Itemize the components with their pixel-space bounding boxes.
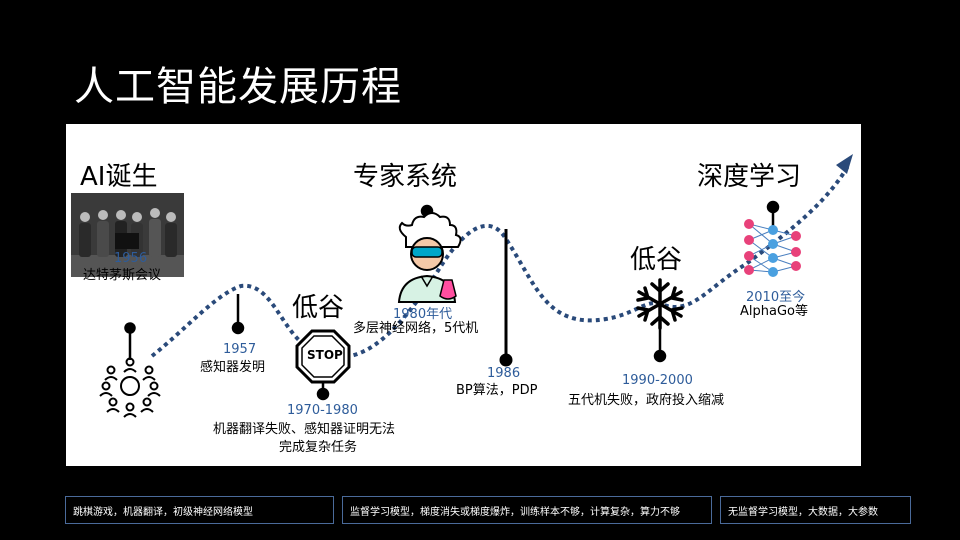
year-1970-1980: 1970-1980	[287, 403, 358, 418]
desc-2010: AlphaGo等	[740, 304, 808, 319]
stage-ai-birth: AI诞生	[80, 162, 158, 192]
year-2010: 2010至今	[746, 290, 806, 305]
year-1957: 1957	[223, 342, 257, 357]
stage-deep-learning: 深度学习	[697, 162, 802, 192]
desc-1956: 达特茅斯会议	[83, 268, 162, 283]
trend-curve	[150, 164, 850, 360]
scientist-icon	[397, 212, 462, 303]
year-1980s: 1980年代	[393, 307, 453, 322]
summary-box-2: 监督学习模型，梯度消失或梯度爆炸，训练样本不够，计算复杂，算力不够	[342, 496, 712, 524]
timeline-graphic	[99, 154, 853, 418]
pin-2010	[766, 200, 780, 228]
desc-1970-line2: 完成复杂任务	[279, 440, 358, 455]
desc-1970-line1: 机器翻译失败、感知器证明无法	[213, 422, 396, 437]
trend-arrowhead	[836, 154, 853, 174]
valley-label-2: 低谷	[630, 245, 683, 275]
year-1990-2000: 1990-2000	[622, 373, 693, 388]
year-1956: 1956	[114, 251, 148, 266]
dartmouth-photo	[71, 193, 184, 277]
summary-box-1: 跳棋游戏，机器翻译，初级神经网络模型	[65, 496, 334, 524]
neural-network-icon	[744, 219, 801, 277]
desc-1957: 感知器发明	[200, 360, 266, 375]
year-1986: 1986	[487, 366, 521, 381]
summary-box-2-text: 监督学习模型，梯度消失或梯度爆炸，训练样本不够，计算复杂，算力不够	[350, 506, 680, 518]
people-group-icon	[99, 357, 161, 418]
stage-expert-systems: 专家系统	[353, 162, 458, 192]
stop-sign-icon	[295, 329, 351, 384]
desc-1986: BP算法，PDP	[456, 383, 538, 398]
pin-1956	[124, 322, 136, 360]
summary-box-3: 无监督学习模型，大数据，大参数	[720, 496, 911, 524]
summary-box-3-text: 无监督学习模型，大数据，大参数	[728, 506, 878, 518]
snowflake-icon	[636, 278, 684, 330]
pin-1986	[499, 229, 513, 367]
slide-title: 人工智能发展历程	[74, 64, 402, 110]
stop-sign-text: STOP	[307, 348, 343, 362]
timeline-panel: AI诞生 专家系统 深度学习 低谷 低谷 STOP 1956 达特茅斯会议 19…	[66, 124, 861, 466]
pin-1990	[653, 329, 667, 363]
desc-1990-2000: 五代机失败，政府投入缩减	[568, 393, 725, 408]
summary-box-1-text: 跳棋游戏，机器翻译，初级神经网络模型	[73, 506, 253, 518]
valley-label-1: 低谷	[292, 293, 345, 323]
pin-1957	[231, 294, 245, 335]
desc-1980s: 多层神经网络，5代机	[353, 321, 479, 336]
